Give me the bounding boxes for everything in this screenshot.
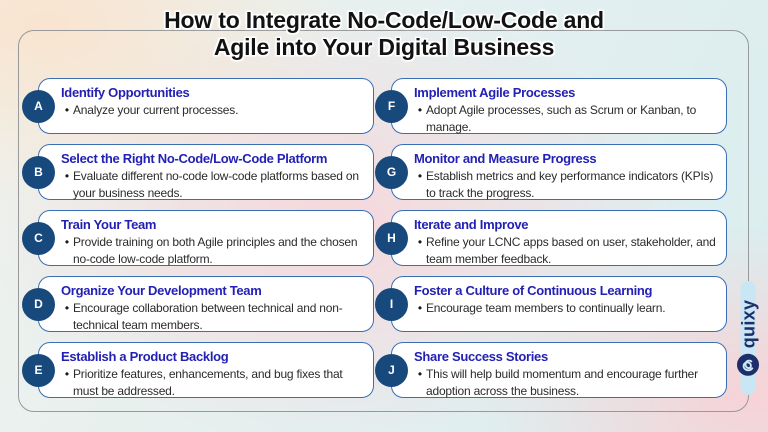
- page-title-line-1: How to Integrate No-Code/Low-Code and: [164, 7, 604, 33]
- bullet-dot-icon: [414, 168, 426, 202]
- step-card-a: A Identify Opportunities Analyze your cu…: [22, 78, 374, 134]
- bullet-dot-icon: [61, 366, 73, 400]
- step-title: Monitor and Measure Progress: [414, 151, 597, 166]
- step-card-d: D Organize Your Development Team Encoura…: [22, 276, 374, 334]
- step-description: Prioritize features, enhancements, and b…: [73, 367, 343, 399]
- step-letter-badge: H: [375, 221, 408, 255]
- step-title: Share Success Stories: [414, 349, 548, 364]
- step-card-e: E Establish a Product Backlog Prioritize…: [22, 342, 374, 400]
- step-title: Organize Your Development Team: [61, 283, 262, 298]
- step-card-b: B Select the Right No-Code/Low-Code Plat…: [22, 144, 374, 202]
- brand-name: quixy: [738, 299, 758, 349]
- bullet-dot-icon: [414, 234, 426, 268]
- step-letter-badge: A: [22, 89, 55, 123]
- step-description: Establish metrics and key performance in…: [426, 169, 714, 201]
- step-description: Encourage collaboration between technica…: [73, 301, 343, 333]
- bullet-dot-icon: [414, 366, 426, 400]
- page-title-line-2: Agile into Your Digital Business: [213, 33, 555, 60]
- step-description: Refine your LCNC apps based on user, sta…: [426, 235, 716, 267]
- step-card-h: H Iterate and Improve Refine your LCNC a…: [375, 210, 727, 268]
- step-letter-badge: I: [375, 287, 408, 321]
- step-description: Evaluate different no-code low-code plat…: [73, 169, 359, 201]
- step-description: Encourage team members to continually le…: [426, 301, 666, 316]
- step-letter-badge: B: [22, 155, 55, 189]
- step-card-i: I Foster a Culture of Continuous Learnin…: [375, 276, 727, 332]
- step-card-g: G Monitor and Measure Progress Establish…: [375, 144, 727, 202]
- step-card-f: F Implement Agile Processes Adopt Agile …: [375, 78, 727, 136]
- bullet-dot-icon: [61, 168, 73, 202]
- step-letter-badge: G: [375, 155, 408, 189]
- bullet-dot-icon: [61, 234, 73, 268]
- bullet-dot-icon: [61, 300, 73, 334]
- page-title: How to Integrate No-Code/Low-Code and Ag…: [0, 7, 768, 61]
- step-title: Identify Opportunities: [61, 85, 190, 100]
- step-card-c: C Train Your Team Provide training on bo…: [22, 210, 374, 268]
- steps-grid: A Identify Opportunities Analyze your cu…: [22, 78, 727, 400]
- step-description: Analyze your current processes.: [73, 103, 239, 118]
- step-title: Train Your Team: [61, 217, 157, 232]
- bullet-dot-icon: [414, 102, 426, 136]
- outer-frame: [18, 30, 749, 412]
- step-description: This will help build momentum and encour…: [426, 367, 698, 399]
- step-letter-badge: J: [375, 353, 408, 387]
- step-letter-badge: F: [375, 89, 408, 123]
- quixy-swirl-icon: [736, 353, 760, 376]
- brand-logo: quixy: [729, 281, 767, 395]
- step-title: Foster a Culture of Continuous Learning: [414, 283, 653, 298]
- step-title: Implement Agile Processes: [414, 85, 576, 100]
- step-letter-badge: C: [22, 221, 55, 255]
- step-description: Adopt Agile processes, such as Scrum or …: [426, 103, 697, 135]
- bullet-dot-icon: [414, 300, 426, 317]
- bullet-dot-icon: [61, 102, 73, 119]
- step-letter-badge: D: [22, 287, 55, 321]
- brand-lockup: quixy: [736, 299, 760, 377]
- step-description: Provide training on both Agile principle…: [73, 235, 358, 267]
- step-title: Iterate and Improve: [414, 217, 529, 232]
- step-letter-badge: E: [22, 353, 55, 387]
- step-card-j: J Share Success Stories This will help b…: [375, 342, 727, 400]
- step-title: Establish a Product Backlog: [61, 349, 229, 364]
- step-title: Select the Right No-Code/Low-Code Platfo…: [61, 151, 328, 166]
